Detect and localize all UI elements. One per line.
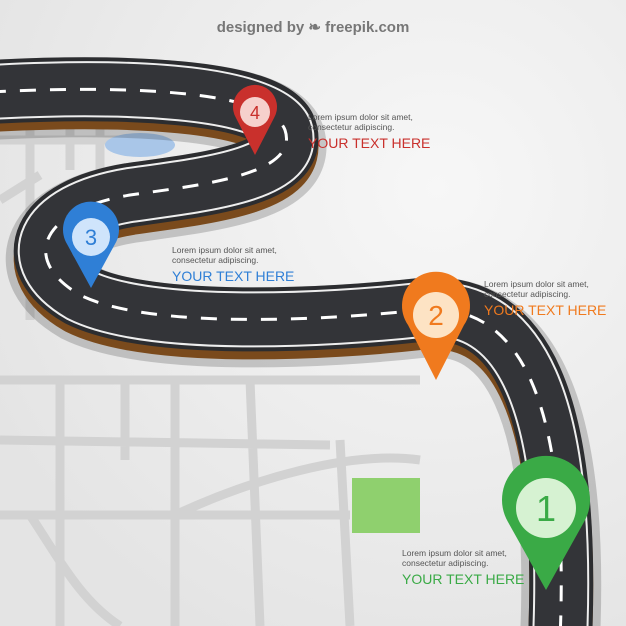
step-4-body: Lorem ipsum dolor sit amet, <box>308 112 413 122</box>
pin-2-number: 2 <box>428 300 444 331</box>
pin-3-number: 3 <box>85 225 97 250</box>
step-3-text: Lorem ipsum dolor sit amet, consectetur … <box>172 245 294 285</box>
park-area <box>352 478 420 533</box>
step-1-body-2: consectetur adipiscing. <box>402 558 489 568</box>
step-1-body: Lorem ipsum dolor sit amet, <box>402 548 507 558</box>
pin-2[interactable]: 2 <box>401 271 470 380</box>
step-2-body: Lorem ipsum dolor sit amet, <box>484 279 589 289</box>
step-2-body-2: consectetur adipiscing. <box>484 289 571 299</box>
pin-4[interactable]: 4 <box>233 84 277 155</box>
step-4-text: Lorem ipsum dolor sit amet, consectetur … <box>308 112 430 152</box>
step-3-title: YOUR TEXT HERE <box>172 268 295 284</box>
pin-1-number: 1 <box>536 488 556 529</box>
pin-4-number: 4 <box>250 103 260 123</box>
step-1-text: Lorem ipsum dolor sit amet, consectetur … <box>402 548 524 588</box>
step-1-title: YOUR TEXT HERE <box>402 571 525 587</box>
lake <box>105 133 175 157</box>
pin-1[interactable]: 1 <box>502 455 590 590</box>
step-3-body: Lorem ipsum dolor sit amet, <box>172 245 277 255</box>
step-3-body-2: consectetur adipiscing. <box>172 255 259 265</box>
step-2-text: Lorem ipsum dolor sit amet, consectetur … <box>484 279 606 319</box>
pin-3[interactable]: 3 <box>63 201 119 288</box>
step-4-title: YOUR TEXT HERE <box>308 135 431 151</box>
step-2-title: YOUR TEXT HERE <box>484 302 607 318</box>
step-4-body-2: consectetur adipiscing. <box>308 122 395 132</box>
freepik-credit: designed by ❧ freepik.com <box>216 19 410 36</box>
